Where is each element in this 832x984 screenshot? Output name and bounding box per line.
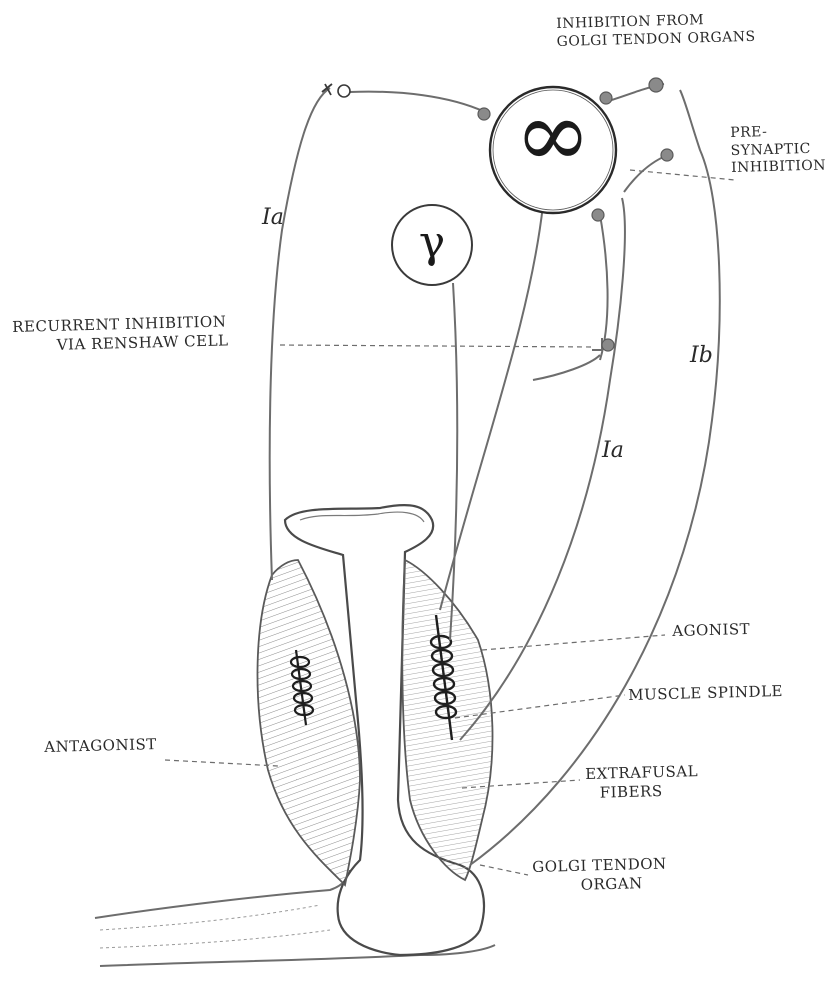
label-presynaptic-inhibition: PRE- SYNAPTIC INHIBITION xyxy=(730,123,826,178)
fiber-ia-left xyxy=(270,88,485,580)
label-inhibition-from-gto: INHIBITION FROM GOLGI TENDON ORGANS xyxy=(556,11,756,51)
label-agonist: AGONIST xyxy=(672,620,750,641)
label-extrafusal-line1: EXTRAFUSAL xyxy=(585,762,698,784)
label-golgi-tendon-organ: GOLGI TENDON ORGAN xyxy=(532,854,667,895)
alpha-symbol: ∞ xyxy=(503,85,603,185)
label-gto-line2: ORGAN xyxy=(532,873,667,895)
label-presynaptic-line3: INHIBITION xyxy=(731,158,826,178)
fiber-label-ia-left: Ia xyxy=(262,205,284,230)
ia-tick-circle xyxy=(338,85,350,97)
fiber-gamma-axon xyxy=(450,283,457,640)
fiber-ia-right xyxy=(460,198,625,740)
gamma-symbol: γ xyxy=(410,215,454,271)
antagonist-muscle xyxy=(257,560,360,885)
fiber-ib xyxy=(470,90,720,865)
fiber-label-ia-right: Ia xyxy=(602,438,624,463)
agonist-muscle xyxy=(402,560,492,880)
gto-branch xyxy=(612,84,668,192)
label-gto-line1: GOLGI TENDON xyxy=(532,854,667,876)
renshaw-branch xyxy=(533,215,608,380)
label-extrafusal-line2: FIBERS xyxy=(585,781,698,803)
label-antagonist: ANTAGONIST xyxy=(44,735,157,757)
fiber-label-ib: Ib xyxy=(690,343,713,368)
label-extrafusal-fibers: EXTRAFUSAL FIBERS xyxy=(585,762,699,802)
label-recurrent-inhibition: RECURRENT INHIBITION VIA RENSHAW CELL xyxy=(12,312,229,355)
